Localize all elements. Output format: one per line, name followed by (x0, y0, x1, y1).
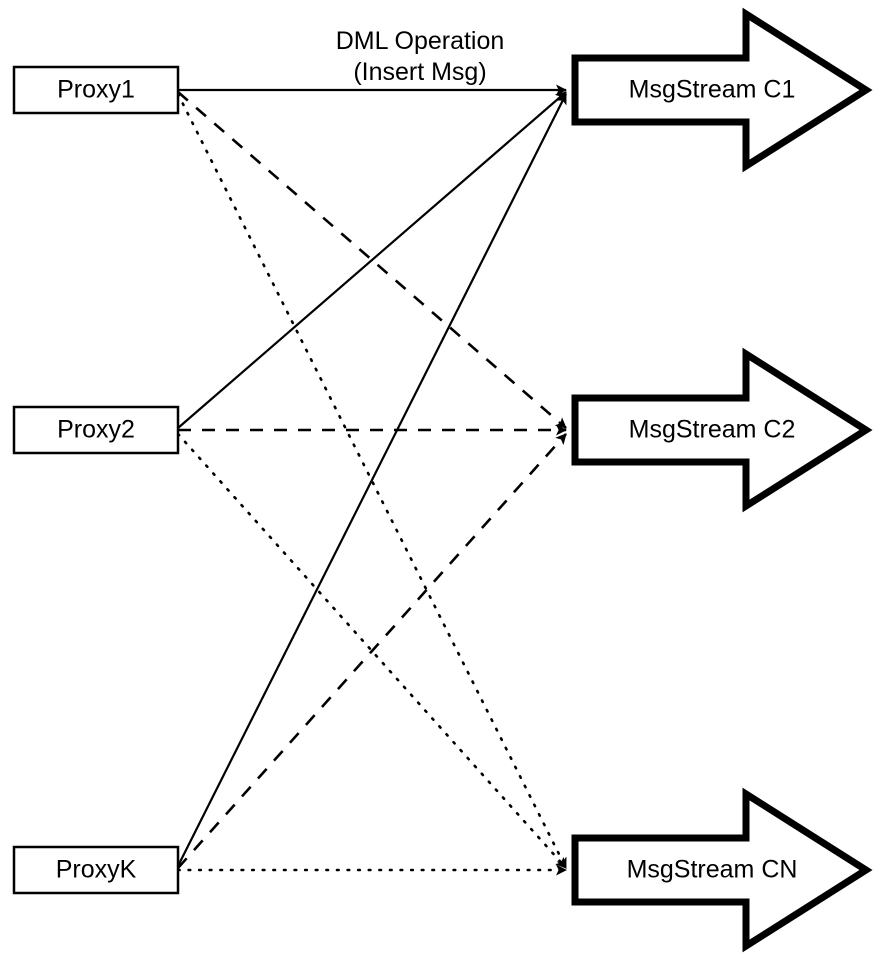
block-arrow-icon[interactable] (571, 7, 873, 173)
source-node-proxy1[interactable]: Proxy1 (12, 65, 180, 115)
proxy-box-rect[interactable] (12, 405, 180, 455)
edge-caption-line-1: DML Operation (336, 27, 505, 55)
edge-proxyk-to-msgstream-c1 (177, 93, 567, 867)
edge-proxy2-to-msgstream-c1 (177, 91, 567, 429)
block-arrow-icon[interactable] (571, 347, 873, 513)
proxy-box-rect[interactable] (12, 845, 180, 895)
proxy-box-rect[interactable] (12, 65, 180, 115)
proxy-box-label: Proxy1 (57, 76, 135, 104)
edge-layer (176, 84, 568, 876)
edge-proxyk-to-msgstream-c2 (177, 433, 567, 869)
edge-caption-line-2: (Insert Msg) (353, 58, 486, 86)
edge-proxy1-to-msgstream-cn (176, 92, 568, 870)
source-node-proxy2[interactable]: Proxy2 (12, 405, 180, 455)
target-node-msgstream-cn[interactable]: MsgStream CN (571, 787, 873, 953)
target-node-msgstream-c1[interactable]: MsgStream C1 (571, 7, 873, 173)
msgstream-label: MsgStream CN (627, 856, 798, 884)
msgstream-label: MsgStream C1 (629, 76, 796, 104)
msgstream-label: MsgStream C2 (629, 416, 796, 444)
target-node-msgstream-c2[interactable]: MsgStream C2 (571, 347, 873, 513)
proxy-box-label: Proxy2 (57, 416, 135, 444)
edge-proxy2-to-msgstream-cn (176, 432, 568, 870)
block-arrow-icon[interactable] (571, 787, 873, 953)
edge-caption-dml-operation: DML Operation (Insert Msg) (336, 27, 505, 86)
proxy-box-label: ProxyK (56, 856, 137, 884)
source-node-proxyk[interactable]: ProxyK (12, 845, 180, 895)
